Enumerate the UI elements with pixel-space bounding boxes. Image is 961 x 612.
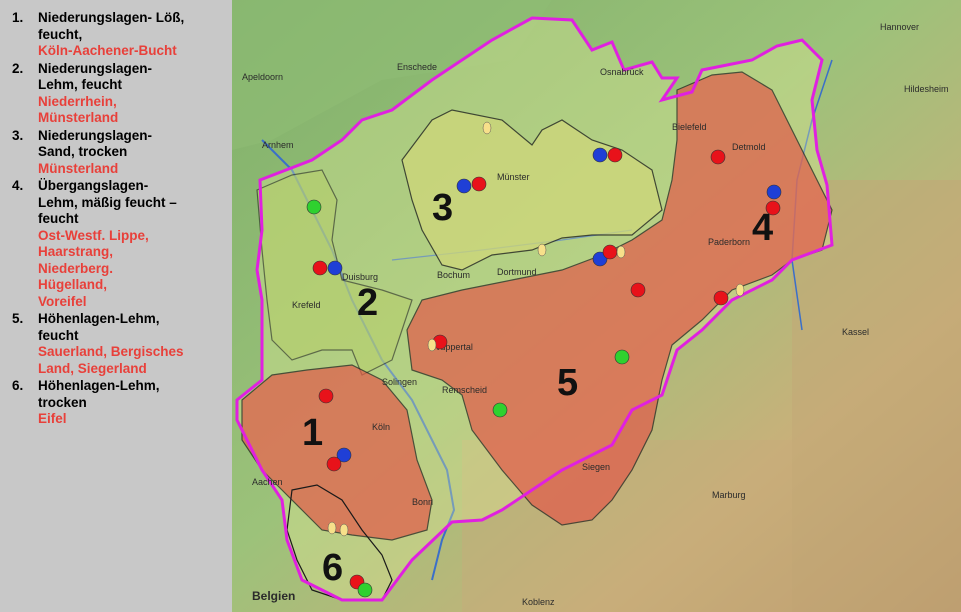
legend-item-number: 6. [12,378,24,393]
legend-panel: 1. Niederungslagen- Löß, feucht, Köln-Aa… [0,0,232,612]
place-muenster: Münster [497,172,530,182]
place-belgien: Belgien [252,589,295,603]
site-markers [306,121,782,598]
zone-label-3: 3 [432,187,453,229]
legend-item-title: Höhenlagen-Lehm, feucht [38,311,160,343]
legend-item-title: Übergangslagen- Lehm, mäßig feucht – feu… [38,178,177,226]
place-krefeld: Krefeld [292,300,321,310]
place-solingen: Solingen [382,377,417,387]
site-marker-yellow[interactable] [616,245,626,259]
place-koeln: Köln [372,422,390,432]
place-wuppertal: Wuppertal [432,342,473,352]
legend-item-number: 1. [12,10,24,25]
place-arnhem: Arnhem [262,140,294,150]
zone-label-5: 5 [557,362,578,404]
legend-item-number: 3. [12,127,24,143]
legend-item-6: 6. Höhenlagen-Lehm, trocken Eifel [12,378,224,428]
legend-item-number: 2. [12,60,24,76]
legend-item-2: 2. Niederungslagen- Lehm, feucht Niederr… [12,61,224,127]
place-remscheid: Remscheid [442,385,487,395]
legend-item-title: Höhenlagen-Lehm, trocken [38,378,160,410]
legend-item-number: 5. [12,311,24,326]
place-apeldoorn: Apeldoorn [242,72,283,82]
legend-item-region: Ost-Westf. Lippe, Haarstrang, Niederberg… [38,227,149,309]
legend-item-title: Niederungslagen- Sand, trocken [38,127,153,160]
site-marker-yellow[interactable] [735,283,745,297]
state-boundary [235,16,834,602]
site-marker-red[interactable] [710,149,726,165]
place-dortmund: Dortmund [497,267,537,277]
site-marker-yellow[interactable] [482,121,492,135]
place-osnabrueck: Osnabrück [600,67,644,77]
legend-item-title: Niederungslagen- Löß, feucht, [38,10,185,42]
site-marker-red[interactable] [765,200,781,216]
site-marker-green[interactable] [306,199,322,215]
site-marker-red[interactable] [602,244,618,260]
place-bochum: Bochum [437,270,470,280]
place-aachen: Aachen [252,477,283,487]
site-marker-blue[interactable] [327,260,343,276]
legend-item-4: 4. Übergangslagen- Lehm, mäßig feucht – … [12,178,224,310]
legend-item-3: 3. Niederungslagen- Sand, trocken Münste… [12,128,224,178]
legend-item-region: Münsterland [38,160,119,176]
site-marker-red[interactable] [607,147,623,163]
site-marker-green[interactable] [614,349,630,365]
place-bielefeld: Bielefeld [672,122,707,132]
zone-label-4: 4 [752,207,773,249]
place-enschede: Enschede [397,62,437,72]
place-koblenz: Koblenz [522,597,555,607]
place-detmold: Detmold [732,142,766,152]
place-duisburg: Duisburg [342,272,378,282]
legend-item-region: Eifel [38,411,67,426]
place-siegen: Siegen [582,462,610,472]
site-marker-yellow[interactable] [427,338,437,352]
legend-item-region: Sauerland, Bergisches Land, Siegerland [38,344,184,376]
site-marker-red[interactable] [471,176,487,192]
place-paderborn: Paderborn [708,237,750,247]
legend-item-1: 1. Niederungslagen- Löß, feucht, Köln-Aa… [12,10,224,60]
site-marker-red[interactable] [318,388,334,404]
zone-label-6: 6 [322,547,343,589]
site-marker-green[interactable] [492,402,508,418]
site-marker-blue[interactable] [592,147,608,163]
site-marker-red[interactable] [630,282,646,298]
zone-1-area [241,364,433,541]
zone-label-2: 2 [357,282,378,324]
site-marker-yellow[interactable] [537,243,547,257]
highland-east [792,180,961,612]
site-marker-blue[interactable] [456,178,472,194]
site-marker-blue[interactable] [766,184,782,200]
north-sea-lowland [232,0,552,150]
map-canvas[interactable]: Hannover Hildesheim Osnabrück Bielefeld … [232,0,961,612]
legend-item-region: Köln-Aachener-Bucht [38,43,177,58]
site-marker-red[interactable] [713,290,729,306]
place-hannover: Hannover [880,22,919,32]
site-marker-red[interactable] [326,456,342,472]
site-marker-yellow[interactable] [327,521,337,535]
site-marker-blue[interactable] [336,447,352,463]
legend-item-region: Niederrhein, Münsterland [38,93,119,126]
place-bonn: Bonn [412,497,433,507]
legend-item-5: 5. Höhenlagen-Lehm, feucht Sauerland, Be… [12,311,224,377]
site-marker-yellow[interactable] [339,523,349,537]
site-marker-red[interactable] [312,260,328,276]
legend-item-title: Niederungslagen- Lehm, feucht [38,60,153,93]
site-marker-blue[interactable] [592,251,608,267]
zone-label-1: 1 [302,412,323,454]
place-marburg: Marburg [712,490,746,500]
legend-item-number: 4. [12,178,24,193]
site-marker-green[interactable] [357,582,373,598]
place-kassel: Kassel [842,327,869,337]
zone-6-area [286,484,393,601]
place-hildesheim: Hildesheim [904,84,949,94]
